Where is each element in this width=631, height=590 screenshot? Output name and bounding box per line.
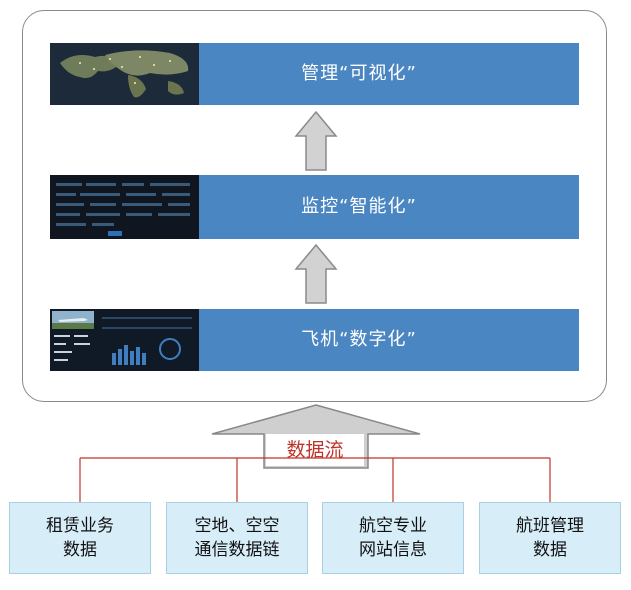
data-flow-label: 数据流: [266, 434, 364, 466]
aircraft-dashboard-thumbnail: [50, 309, 200, 371]
source-aviation-websites: 航空专业网站信息: [322, 502, 464, 574]
monitoring-dashboard-thumbnail: [50, 175, 200, 239]
layer-management-band: 管理“可视化”: [199, 43, 579, 105]
layer-monitoring-band: 监控“智能化”: [199, 175, 579, 239]
source-flight-management: 航班管理数据: [479, 502, 621, 574]
up-arrow-icon: [294, 243, 338, 304]
layer-monitoring-label: 监控“智能化”: [301, 196, 417, 217]
layer-aircraft-label: 飞机“数字化”: [301, 329, 417, 350]
layer-aircraft-band: 飞机“数字化”: [199, 309, 579, 371]
source-leasing-data: 租赁业务数据: [9, 502, 151, 574]
layer-management-label: 管理“可视化”: [301, 63, 417, 84]
up-arrow-icon: [294, 110, 338, 171]
source-datalink: 空地、空空通信数据链: [166, 502, 308, 574]
world-map-thumbnail: [50, 43, 200, 105]
